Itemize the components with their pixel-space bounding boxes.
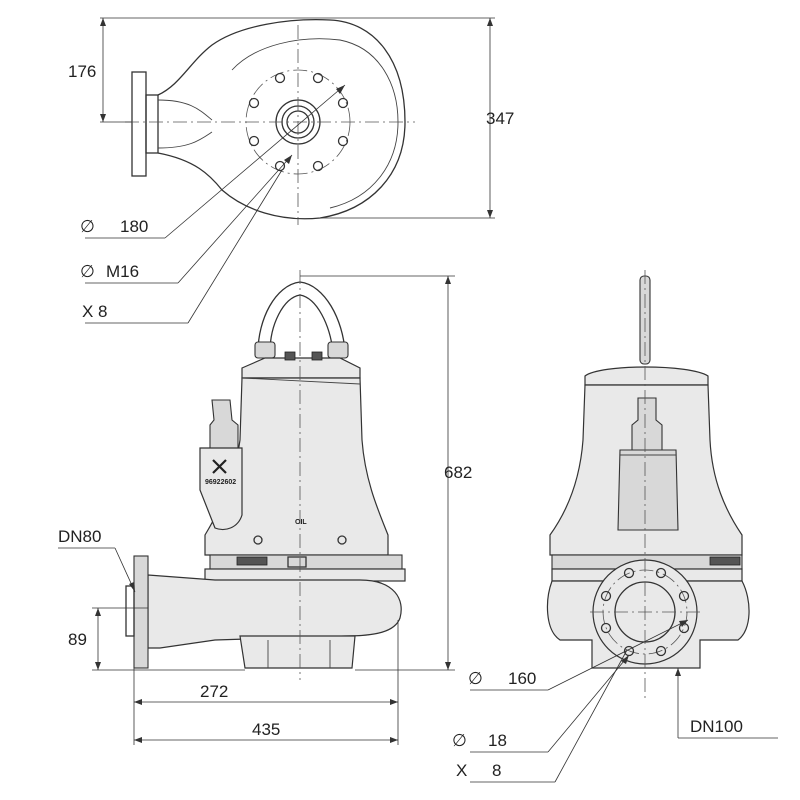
front-motor-top — [584, 366, 709, 386]
dim-89-label: 89 — [68, 630, 87, 649]
top-outlet-neck — [145, 94, 159, 154]
dim-435-label: 435 — [252, 720, 280, 739]
front-bolt-hole — [600, 590, 612, 602]
top-bolt-hole — [274, 160, 286, 172]
front-bolt-count-symbol: X — [456, 761, 467, 780]
side-brand-number: 96922602 — [205, 479, 236, 486]
top-diameter-symbol-1: ∅ — [80, 217, 95, 236]
top-diameter-symbol-2: ∅ — [80, 262, 95, 281]
front-view: ∅ 160 ∅ 18 X 8 DN100 — [452, 270, 778, 783]
front-bolt-hole — [600, 622, 612, 634]
dim-176-label: 176 — [68, 62, 96, 81]
side-oil-label: OIL — [295, 519, 307, 526]
side-pump-housing — [204, 568, 406, 582]
top-volute-inner — [157, 99, 213, 149]
dim-682-label: 682 — [444, 463, 472, 482]
front-bolt-hole — [623, 567, 635, 579]
top-bolt-circle-label: 180 — [120, 217, 148, 236]
top-outlet-flange — [131, 71, 147, 177]
front-bolt-hole — [655, 645, 667, 657]
front-bolt-circle-label: 160 — [508, 669, 536, 688]
top-volute-rim — [231, 38, 399, 209]
top-volute-outline — [157, 19, 406, 220]
side-motor-top — [241, 357, 361, 379]
front-diameter-symbol-2: ∅ — [452, 731, 467, 750]
side-junction-box — [199, 447, 243, 531]
side-cable-gland — [209, 399, 239, 449]
front-flange-label: DN100 — [690, 717, 743, 736]
side-base — [239, 635, 356, 669]
top-bolt-hole — [337, 97, 349, 109]
top-bolt-hole — [248, 135, 260, 147]
top-bolt-hole — [274, 72, 286, 84]
side-view: 96922602 OIL DN80 682 — [58, 270, 472, 745]
front-bolt-count-value: 8 — [492, 761, 501, 780]
front-hole-diameter-label: 18 — [488, 731, 507, 750]
dim-272-label: 272 — [200, 682, 228, 701]
top-bolt-hole — [312, 160, 324, 172]
front-junction-box — [617, 449, 679, 531]
top-bolt-hole — [248, 97, 260, 109]
top-thread-label: M16 — [106, 262, 139, 281]
top-bolt-hole — [312, 72, 324, 84]
top-bolt-hole — [337, 135, 349, 147]
dim-347-label: 347 — [486, 109, 514, 128]
top-bolt-count-label: X 8 — [82, 302, 108, 321]
front-bolt-hole — [678, 590, 690, 602]
front-diameter-symbol-1: ∅ — [468, 669, 483, 688]
top-view: 176 347 ∅ 180 ∅ M16 X 8 — [68, 17, 514, 324]
front-bolt-hole — [655, 567, 667, 579]
side-outlet-flange — [133, 555, 149, 669]
side-outlet-label: DN80 — [58, 527, 101, 546]
side-brand-logo-icon — [212, 459, 227, 474]
